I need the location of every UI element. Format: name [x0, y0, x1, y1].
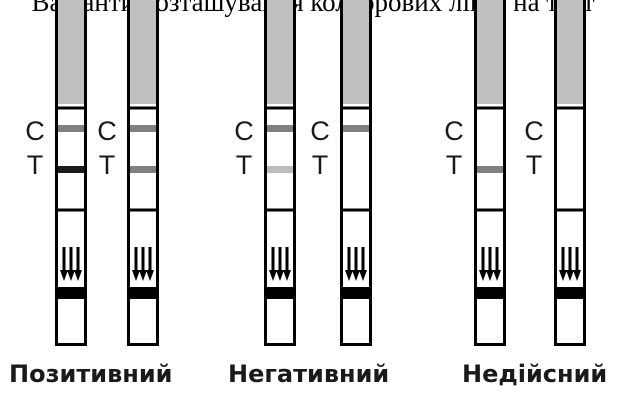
strip-2-2-sample-pad [340, 0, 372, 104]
caption-invalid: Недійсний [462, 360, 608, 388]
strip-2-1-sample-pad [264, 0, 296, 104]
strip-1-1-arrow-1-head [60, 270, 68, 281]
strip-2-2-frame [340, 0, 372, 346]
strip-1-1-arrow-3-head [74, 270, 82, 281]
strip-2-1-sample-band [264, 287, 296, 299]
strip-3-2-label-c: C [524, 116, 544, 146]
strip-1-2-arrow-3-head [146, 270, 154, 281]
strip-2-1-label-c: C [234, 116, 254, 146]
strip-2-2-label-t: T [312, 150, 329, 180]
strip-1-2-control-line [130, 125, 156, 132]
strip-1-1-frame [55, 0, 87, 346]
strip-1-2-label-t: T [99, 150, 116, 180]
caption-negative: Негативний [228, 360, 390, 388]
strip-3-2-sample-pad [554, 0, 586, 104]
strip-1-2-frame [127, 0, 159, 346]
strip-1-1-test-line [58, 166, 84, 173]
strip-3-2-arrow-1-head [559, 270, 567, 281]
strip-1-2-sample-band [127, 287, 159, 299]
strip-2-2-arrow-3-head [359, 270, 367, 281]
caption-positive: Позитивний [9, 360, 173, 388]
strip-3-1-test-line [477, 166, 503, 173]
strip-2-1-test-line [267, 166, 293, 173]
strip-2-2-control-line [343, 125, 369, 132]
strip-1-1-label-t: T [27, 150, 44, 180]
strip-2-1-label-t: T [236, 150, 253, 180]
strip-1-2-arrow-2-head [139, 270, 147, 281]
strip-2-2-arrow-1-head [345, 270, 353, 281]
strip-2-1-arrow-3-head [283, 270, 291, 281]
strip-3-1-label-t: T [446, 150, 463, 180]
strip-2-2-arrow-2-head [352, 270, 360, 281]
strip-1-2-test-line [130, 166, 156, 173]
strip-3-1-frame [474, 0, 506, 346]
strip-1-1-sample-pad [55, 0, 87, 104]
strip-3-2-label-t: T [526, 150, 543, 180]
strip-1-1-label-c: C [25, 116, 45, 146]
strip-3-2-sample-band [554, 287, 586, 299]
strip-2-2-sample-band [340, 287, 372, 299]
strip-2-1-arrow-1-head [269, 270, 277, 281]
strip-3-2-arrow-2-head [566, 270, 574, 281]
strip-3-2-frame [554, 0, 586, 346]
strip-3-2-arrow-3-head [573, 270, 581, 281]
strip-1-1-sample-band [55, 287, 87, 299]
strip-1-1-arrow-2-head [67, 270, 75, 281]
strip-3-1-sample-pad [474, 0, 506, 104]
strip-3-1-sample-band [474, 287, 506, 299]
strip-3-1-label-c: C [444, 116, 464, 146]
strip-1-2-arrow-1-head [132, 270, 140, 281]
strip-2-1-arrow-2-head [276, 270, 284, 281]
strip-3-1-arrow-1-head [479, 270, 487, 281]
strip-2-2-label-c: C [310, 116, 330, 146]
strip-3-1-arrow-3-head [493, 270, 501, 281]
strip-1-2-label-c: C [97, 116, 117, 146]
strip-2-1-frame [264, 0, 296, 346]
strip-3-1-arrow-2-head [486, 270, 494, 281]
strip-1-2-sample-pad [127, 0, 159, 104]
diagram-heading: Варіанти розташування кольорових ліній н… [31, 0, 595, 17]
strip-2-1-control-line [267, 125, 293, 132]
strip-1-1-control-line [58, 125, 84, 132]
